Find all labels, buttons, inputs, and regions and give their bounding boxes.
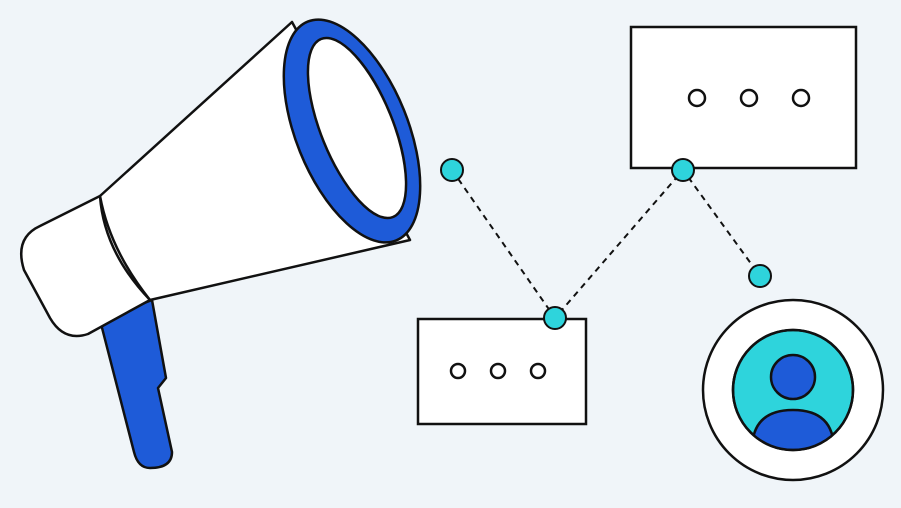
connector-dot-icon <box>748 264 772 288</box>
megaphone-rear-cap <box>20 194 152 338</box>
megaphone-body <box>98 20 412 302</box>
connector-dot-icon <box>543 306 567 330</box>
connector-dot-icon <box>440 158 464 182</box>
avatar-head <box>769 353 817 401</box>
avatar-outline <box>731 328 855 452</box>
typing-dot <box>791 88 811 108</box>
connector-dot-icon <box>671 158 695 182</box>
megaphone-bell-opening <box>306 36 408 220</box>
typing-dot <box>529 362 547 380</box>
typing-dot <box>449 362 467 380</box>
typing-dot <box>489 362 507 380</box>
user-avatar-icon <box>701 298 885 482</box>
megaphone-icon <box>20 18 422 470</box>
typing-dot <box>739 88 759 108</box>
dashed-connector-line <box>451 168 761 320</box>
megaphone-handle <box>98 298 174 470</box>
chat-bubble-bottom <box>416 317 588 426</box>
typing-dot <box>687 88 707 108</box>
chat-bubble-top <box>629 25 858 170</box>
megaphone-seam <box>98 195 151 301</box>
